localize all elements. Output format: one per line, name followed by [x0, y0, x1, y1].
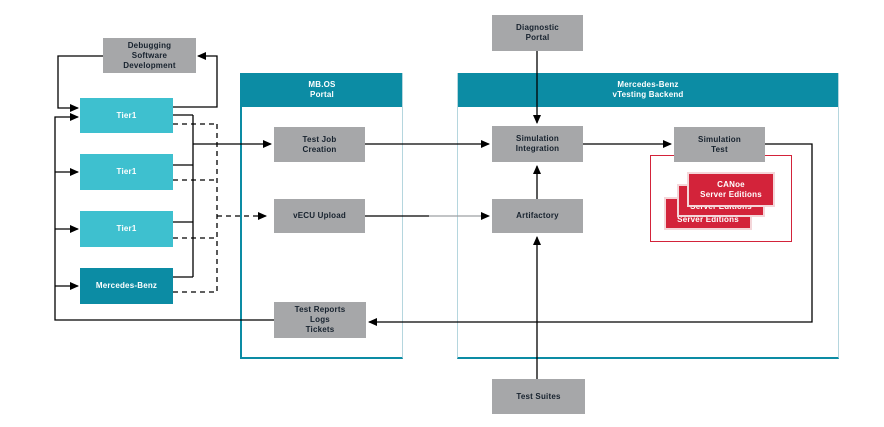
container-mbos-portal-title: MB.OS Portal	[242, 73, 402, 107]
node-diagnostic-portal: Diagnostic Portal	[492, 15, 583, 51]
node-canoe-server-editions-front: CANoe Server Editions	[687, 172, 775, 207]
node-artifactory: Artifactory	[492, 199, 583, 233]
edge-dashed-bus	[173, 123, 218, 293]
node-debugging-software-development: Debugging Software Development	[103, 38, 196, 73]
node-test-suites: Test Suites	[492, 379, 585, 414]
edge-solid-bus	[173, 114, 194, 278]
node-tier1-3: Tier1	[80, 211, 173, 247]
node-simulation-test: Simulation Test	[674, 127, 765, 162]
node-simulation-integration: Simulation Integration	[492, 126, 583, 162]
node-tier1-2: Tier1	[80, 154, 173, 190]
node-mercedes-benz: Mercedes-Benz	[80, 268, 173, 304]
node-test-job-creation: Test Job Creation	[274, 127, 365, 162]
node-tier1-1: Tier1	[80, 98, 173, 133]
node-test-reports-logs-tickets: Test Reports Logs Tickets	[274, 302, 366, 338]
node-vecu-upload: vECU Upload	[274, 199, 365, 233]
container-vtesting-backend-title: Mercedes-Benz vTesting Backend	[458, 73, 838, 107]
